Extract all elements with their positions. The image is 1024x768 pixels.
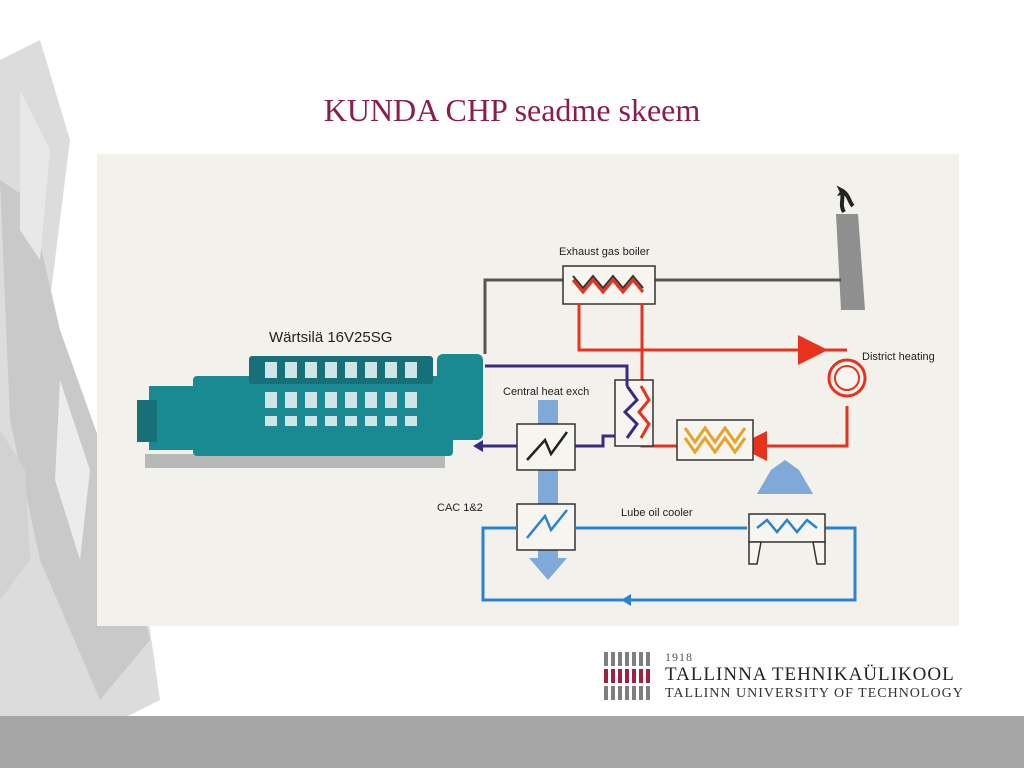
lube-oil-cooler-label: Lube oil cooler <box>621 507 693 519</box>
logo-subtitle: TALLINN UNIVERSITY OF TECHNOLOGY <box>665 686 964 701</box>
charge-air-cooler-2-icon <box>516 503 576 551</box>
engine-label: Wärtsilä 16V25SG <box>269 329 392 346</box>
cac-label: CAC 1&2 <box>437 502 483 514</box>
district-heating-label: District heating <box>862 351 935 363</box>
footer-band <box>0 716 1024 768</box>
university-logo: 1918 TALLINNA TEHNIKAÜLIKOOL TALLINN UNI… <box>604 650 984 706</box>
logo-year: 1918 <box>665 650 693 664</box>
heater-exchanger-icon <box>676 419 754 461</box>
charge-air-cooler-1-icon <box>516 423 576 471</box>
central-heat-exch-label: Central heat exch <box>503 386 589 398</box>
hot-water-supply-line <box>577 304 828 365</box>
engine-icon <box>137 354 483 468</box>
logo-name: TALLINNA TEHNIKAÜLIKOOL <box>665 664 955 685</box>
lube-oil-cooler-icon <box>748 460 826 565</box>
exhaust-gas-line <box>483 278 841 354</box>
district-heating-consumer-icon <box>827 358 867 398</box>
central-heat-exchanger-icon <box>614 379 654 447</box>
exhaust-gas-boiler-icon <box>562 265 656 305</box>
slide-title: KUNDA CHP seadme skeem <box>323 92 701 128</box>
chimney-icon <box>836 185 865 310</box>
logo-bars-icon <box>604 652 650 700</box>
hot-water-return-line <box>807 406 849 448</box>
chp-schematic: Exhaust gas boiler District heating Cent… <box>97 154 959 626</box>
exhaust-gas-boiler-label: Exhaust gas boiler <box>559 246 650 258</box>
engine-coolant-line <box>485 364 629 386</box>
chp-schematic-drawing: Exhaust gas boiler District heating Cent… <box>137 185 935 606</box>
cooling-water-line <box>481 526 857 602</box>
